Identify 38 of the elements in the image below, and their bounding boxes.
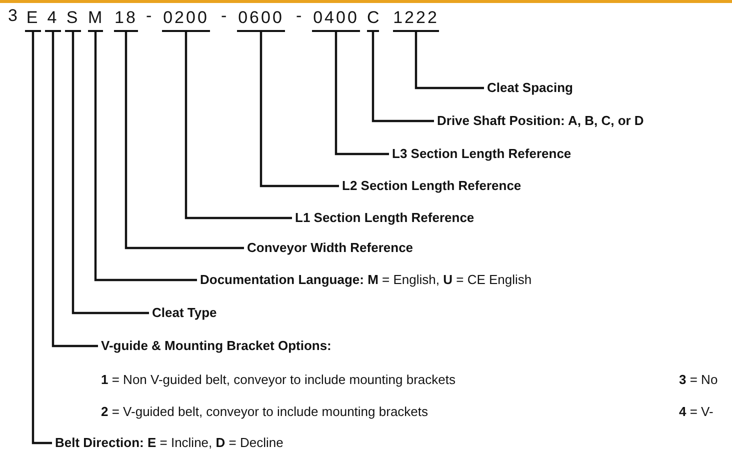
separator-dash: - <box>221 6 227 26</box>
separator-dash: - <box>146 6 152 26</box>
code-segment: C <box>367 8 379 32</box>
code-segment: 0200 <box>162 8 210 32</box>
field-description: Cleat Type <box>152 305 217 321</box>
field-description: Cleat Spacing <box>487 80 573 96</box>
leader-line <box>52 32 98 348</box>
field-description: L1 Section Length Reference <box>295 210 474 226</box>
field-description: V-guide & Mounting Bracket Options: <box>101 338 332 354</box>
leader-line <box>372 32 434 122</box>
code-segment: 0600 <box>237 8 285 32</box>
code-digit: 3 <box>8 6 18 26</box>
option-text: 3 = No <box>679 372 718 388</box>
code-segment: E <box>25 8 41 32</box>
field-description: L3 Section Length Reference <box>392 146 572 162</box>
option-text: 4 = V- <box>679 404 714 420</box>
field-description: Belt Direction: E = Incline, D = Decline <box>55 435 284 451</box>
field-description: Drive Shaft Position: A, B, C, or D <box>437 113 644 129</box>
field-description: Conveyor Width Reference <box>247 240 414 256</box>
code-segment: 0400 <box>312 8 360 32</box>
option-text: 2 = V-guided belt, conveyor to include mounting brackets <box>101 404 428 420</box>
field-description: L2 Section Length Reference <box>342 178 522 194</box>
option-text: 1 = Non V-guided belt, conveyor to include mounting brackets <box>101 372 456 388</box>
leader-line <box>124 32 244 250</box>
leader-line <box>32 32 52 444</box>
leader-line <box>334 32 389 156</box>
code-segment: 18 <box>114 8 138 32</box>
code-segment: 1222 <box>393 8 439 32</box>
code-segment: S <box>65 8 81 32</box>
leader-line <box>260 32 339 188</box>
field-description: Documentation Language: M = English, U = CE English <box>200 272 532 288</box>
code-segment: 4 <box>45 8 61 32</box>
separator-dash: - <box>296 6 302 26</box>
leader-line <box>184 32 292 220</box>
leader-line <box>94 32 197 282</box>
leader-line <box>72 32 149 314</box>
code-segment: M <box>88 8 103 32</box>
leader-line <box>414 32 484 90</box>
